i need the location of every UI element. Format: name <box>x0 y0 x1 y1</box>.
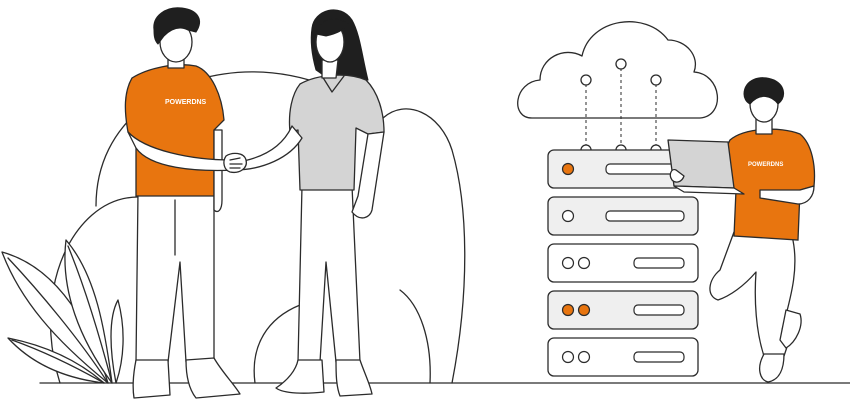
man-with-laptop: POWERDNS <box>667 77 816 383</box>
status-led-icon <box>561 162 575 176</box>
server-rack <box>547 149 699 377</box>
shirt-logo: POWERDNS <box>165 99 207 106</box>
woman-in-grey-shirt <box>233 9 385 397</box>
drive-slot <box>605 210 685 222</box>
status-led-icon <box>577 303 591 317</box>
cloud-icon <box>517 21 718 119</box>
server-unit <box>547 149 699 189</box>
handshake <box>223 152 247 174</box>
server-unit-case <box>547 337 699 377</box>
server-unit <box>547 337 699 377</box>
server-unit <box>547 290 699 330</box>
drive-slot <box>633 351 685 363</box>
drive-slot <box>633 257 685 269</box>
server-unit <box>547 243 699 283</box>
shirt <box>288 74 385 191</box>
drive-slot <box>633 304 685 316</box>
status-led-icon <box>561 303 575 317</box>
man-in-orange-shirt: POWERDNS <box>124 7 241 399</box>
status-led-icon <box>577 350 591 364</box>
status-led-icon <box>561 256 575 270</box>
server-unit <box>547 196 699 236</box>
status-led-icon <box>561 350 575 364</box>
shirt <box>124 64 225 197</box>
status-led-icon <box>561 209 575 223</box>
server-unit-case <box>547 290 699 330</box>
plant-illustration <box>1 239 124 384</box>
shirt <box>724 128 816 241</box>
server-unit-case <box>547 243 699 283</box>
shirt-logo: POWERDNS <box>748 162 783 168</box>
status-led-icon <box>577 256 591 270</box>
